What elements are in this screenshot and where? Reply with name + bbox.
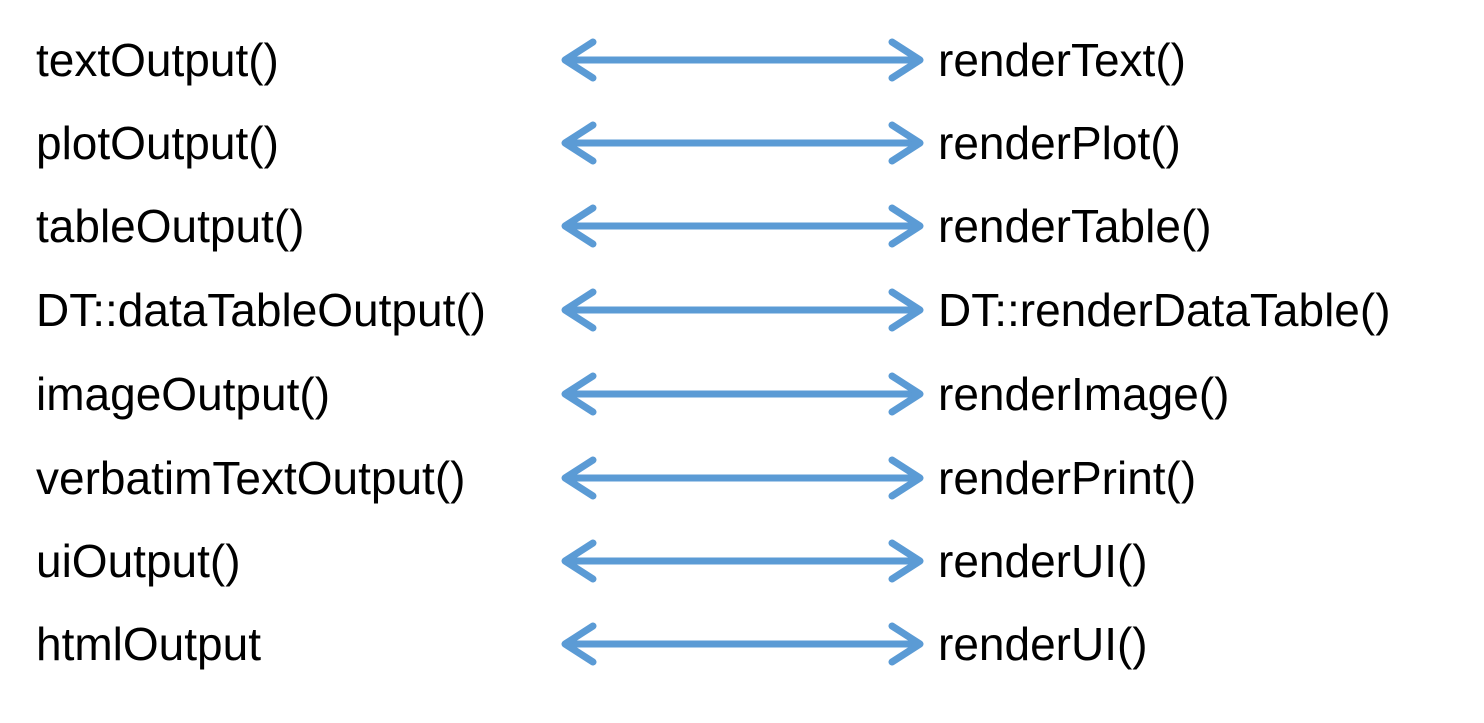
mapping-row: DT::dataTableOutput() DT::renderDataTabl… — [0, 268, 1484, 352]
mapping-row: tableOutput() renderTable() — [0, 184, 1484, 268]
double-arrow-icon — [561, 539, 924, 583]
output-function-label: DT::dataTableOutput() — [36, 284, 487, 336]
output-function-label: plotOutput() — [36, 117, 279, 169]
output-function-label: imageOutput() — [36, 368, 331, 420]
output-function-label: verbatimTextOutput() — [36, 452, 466, 504]
render-function-label: renderPrint() — [938, 452, 1197, 504]
render-function-label: renderImage() — [938, 368, 1230, 420]
render-function-label: renderUI() — [938, 535, 1148, 587]
mapping-row: uiOutput() renderUI() — [0, 519, 1484, 603]
mapping-row: textOutput() renderText() — [0, 18, 1484, 102]
output-function-label: htmlOutput — [36, 618, 261, 670]
double-arrow-icon — [561, 288, 924, 332]
render-function-label: renderPlot() — [938, 117, 1181, 169]
double-arrow-icon — [561, 38, 924, 82]
double-arrow-icon — [561, 622, 924, 666]
output-function-label: uiOutput() — [36, 535, 241, 587]
render-function-label: renderTable() — [938, 200, 1212, 252]
render-function-label: renderUI() — [938, 618, 1148, 670]
double-arrow-icon — [561, 204, 924, 248]
render-function-label: DT::renderDataTable() — [938, 284, 1391, 336]
output-function-label: tableOutput() — [36, 200, 305, 252]
double-arrow-icon — [561, 372, 924, 416]
mapping-row: verbatimTextOutput() renderPrint() — [0, 436, 1484, 520]
render-function-label: renderText() — [938, 34, 1186, 86]
mapping-row: plotOutput() renderPlot() — [0, 101, 1484, 185]
mapping-row: imageOutput() renderImage() — [0, 352, 1484, 436]
double-arrow-icon — [561, 456, 924, 500]
mapping-row: htmlOutput renderUI() — [0, 602, 1484, 686]
double-arrow-icon — [561, 121, 924, 165]
output-function-label: textOutput() — [36, 34, 279, 86]
